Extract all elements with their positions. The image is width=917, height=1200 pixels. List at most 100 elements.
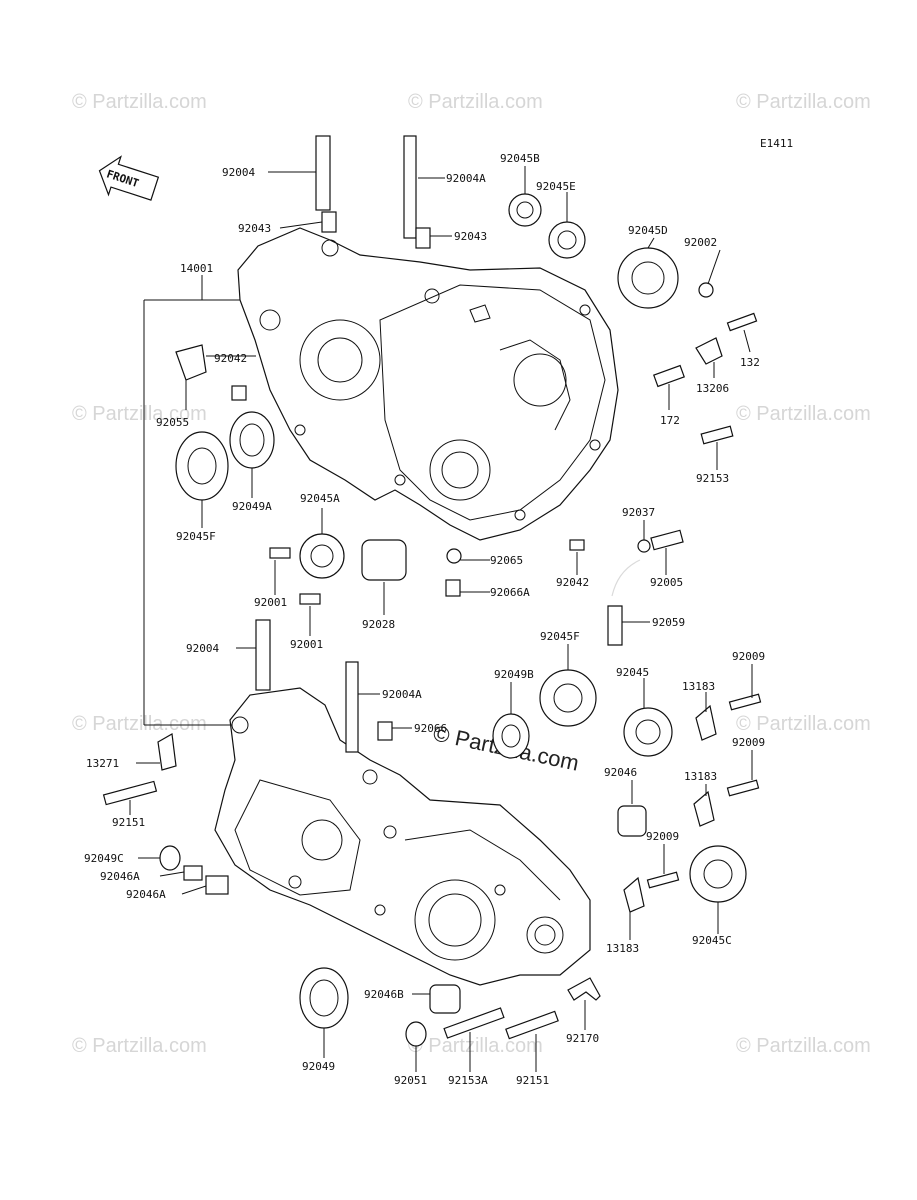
stud-92004A-top bbox=[403, 135, 417, 239]
label-13183-c: 13183 bbox=[606, 942, 639, 955]
label-13206: 13206 bbox=[696, 382, 729, 395]
bolt-92151-left bbox=[102, 780, 158, 806]
leader-lines bbox=[129, 166, 753, 1072]
stud-92004-top bbox=[315, 135, 331, 211]
clip-92037 bbox=[637, 539, 651, 553]
label-92151-left: 92151 bbox=[112, 816, 145, 829]
label-92049: 92049 bbox=[302, 1060, 335, 1073]
label-92045F-left: 92045F bbox=[176, 530, 216, 543]
stud-92004-bottom bbox=[255, 619, 271, 691]
hose-92059 bbox=[607, 605, 623, 646]
label-92153A: 92153A bbox=[448, 1074, 488, 1087]
bearing-92045F-right bbox=[539, 669, 597, 727]
watermark: © Partzilla.com bbox=[72, 713, 207, 735]
bearing-92045F-left bbox=[175, 431, 229, 501]
bearing-92045C bbox=[689, 845, 747, 903]
seal-92049 bbox=[299, 967, 349, 1029]
label-92045C: 92045C bbox=[692, 934, 732, 947]
bearing-92045A bbox=[299, 533, 345, 579]
label-92043-right: 92043 bbox=[454, 230, 487, 243]
watermark: © Partzilla.com bbox=[72, 403, 207, 425]
bushing-92028 bbox=[361, 539, 407, 581]
front-arrow-icon: FRONT bbox=[98, 155, 160, 201]
label-92028: 92028 bbox=[362, 618, 395, 631]
label-92065: 92065 bbox=[490, 554, 523, 567]
screw-92002 bbox=[698, 282, 714, 298]
needle-bearing-92046A-b bbox=[205, 875, 229, 895]
needle-bearing-92046 bbox=[617, 805, 647, 837]
label-92037: 92037 bbox=[622, 506, 655, 519]
bolt-92151-right bbox=[505, 1010, 559, 1040]
label-92151-right: 92151 bbox=[516, 1074, 549, 1087]
label-92009-c: 92009 bbox=[646, 830, 679, 843]
lower-crankcase-drawing bbox=[214, 687, 591, 986]
label-92004A-bottom: 92004A bbox=[382, 688, 422, 701]
label-92049B: 92049B bbox=[494, 668, 534, 681]
diagram-code: E1411 bbox=[760, 137, 793, 150]
label-92004-bottom: 92004 bbox=[186, 642, 219, 655]
plate-13271 bbox=[157, 733, 177, 771]
spring-172 bbox=[653, 364, 685, 388]
bolt-92001-a bbox=[269, 547, 291, 559]
plate-13183-a bbox=[695, 704, 717, 741]
dowel-92043-right bbox=[415, 227, 431, 249]
label-92001-a: 92001 bbox=[254, 596, 287, 609]
label-92009-b: 92009 bbox=[732, 736, 765, 749]
label-92004-top: 92004 bbox=[222, 166, 255, 179]
seal-92051 bbox=[405, 1021, 427, 1047]
part-labels: 92004 92004A 92045B 92045E 92043 92043 9… bbox=[84, 152, 765, 1087]
gasket-92055 bbox=[175, 344, 207, 381]
label-92046B: 92046B bbox=[364, 988, 404, 1001]
watermark: © Partzilla.com bbox=[736, 713, 871, 735]
label-92009-a: 92009 bbox=[732, 650, 765, 663]
plate-13183-b bbox=[693, 790, 715, 827]
label-92045A: 92045A bbox=[300, 492, 340, 505]
label-92045D: 92045D bbox=[628, 224, 668, 237]
label-92059: 92059 bbox=[652, 616, 685, 629]
bearing-92045B bbox=[508, 193, 542, 227]
bolt-92153A bbox=[443, 1007, 505, 1039]
label-14001: 14001 bbox=[180, 262, 213, 275]
label-92046A-a: 92046A bbox=[100, 870, 140, 883]
label-92066: 92066 bbox=[414, 722, 447, 735]
screw-92009-a bbox=[728, 693, 762, 711]
label-92002: 92002 bbox=[684, 236, 717, 249]
bearing-92045 bbox=[623, 707, 673, 757]
label-92043-left: 92043 bbox=[238, 222, 271, 235]
label-92066A: 92066A bbox=[490, 586, 530, 599]
bolt-92001-b bbox=[299, 593, 321, 605]
plate-13183-c bbox=[623, 876, 645, 913]
label-13271: 13271 bbox=[86, 757, 119, 770]
watermark: © Partzilla.com bbox=[736, 403, 871, 425]
dowel-92066 bbox=[377, 721, 393, 741]
dowel-92043-left bbox=[321, 211, 337, 233]
bearing-92045D bbox=[617, 247, 679, 309]
fitting-92005 bbox=[650, 529, 684, 551]
label-92045: 92045 bbox=[616, 666, 649, 679]
parts bbox=[102, 135, 762, 1047]
bolt-132 bbox=[726, 312, 758, 332]
screw-92009-c bbox=[646, 871, 680, 889]
plate-13206 bbox=[695, 337, 723, 365]
label-92046A-b: 92046A bbox=[126, 888, 166, 901]
seal-92049A bbox=[229, 411, 275, 469]
watermark: © Partzilla.com bbox=[408, 1035, 543, 1057]
seal-92049C bbox=[159, 845, 181, 871]
label-92045B: 92045B bbox=[500, 152, 540, 165]
washer-92065 bbox=[446, 548, 462, 564]
label-92042-mid: 92042 bbox=[556, 576, 589, 589]
label-92045E: 92045E bbox=[536, 180, 576, 193]
label-92055: 92055 bbox=[156, 416, 189, 429]
label-92005: 92005 bbox=[650, 576, 683, 589]
label-172: 172 bbox=[660, 414, 680, 427]
bolt-92153 bbox=[700, 425, 734, 445]
label-92046: 92046 bbox=[604, 766, 637, 779]
watermark: © Partzilla.com bbox=[72, 91, 207, 113]
watermark: © Partzilla.com bbox=[408, 91, 543, 113]
screw-92009-b bbox=[726, 779, 760, 797]
needle-bearing-92046A-a bbox=[183, 865, 203, 881]
upper-crankcase-drawing bbox=[237, 227, 619, 541]
label-92051: 92051 bbox=[394, 1074, 427, 1087]
bracket-92170 bbox=[567, 977, 601, 1001]
